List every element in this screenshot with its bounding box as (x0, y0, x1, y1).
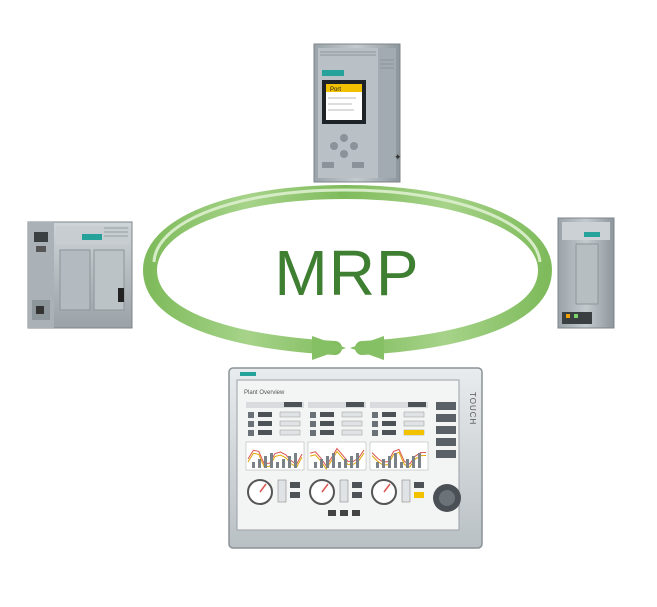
hmi-screen-title: Plant Overview (244, 390, 285, 396)
keypad-right-icon (350, 142, 358, 150)
hmi-trend-line (371, 448, 427, 465)
hmi-trend-line (247, 449, 303, 466)
status-bar (326, 84, 362, 92)
device-top-plc: Port ✦ (313, 43, 402, 183)
device-bottom-hmi: TOUCH Plant Overview (228, 367, 483, 549)
keypad-up-icon (340, 134, 348, 142)
hmi-bezel-label: TOUCH (468, 392, 477, 425)
device-left-plc (27, 221, 133, 329)
ring-arrowhead-right (350, 336, 384, 360)
ring-arrowhead-left (312, 336, 346, 360)
hmi-trend-line (371, 451, 427, 468)
hmi-panels (245, 402, 429, 505)
keypad-down-icon (340, 150, 348, 158)
svg-text:✦: ✦ (394, 152, 402, 162)
mrp-ring (142, 185, 553, 360)
keypad-left-icon (330, 142, 338, 150)
ring-highlight-left (152, 188, 346, 263)
hmi-trend-line (247, 452, 303, 469)
ring-arc-left (142, 185, 352, 355)
plc-display-text: Port (330, 87, 341, 93)
mrp-label: MRP (274, 237, 420, 309)
hmi-trend-line (309, 450, 365, 470)
hmi-trend-line (309, 447, 365, 467)
ring-arc-right (338, 185, 553, 355)
ring-highlight-right (344, 188, 542, 263)
device-right-io (557, 217, 615, 329)
